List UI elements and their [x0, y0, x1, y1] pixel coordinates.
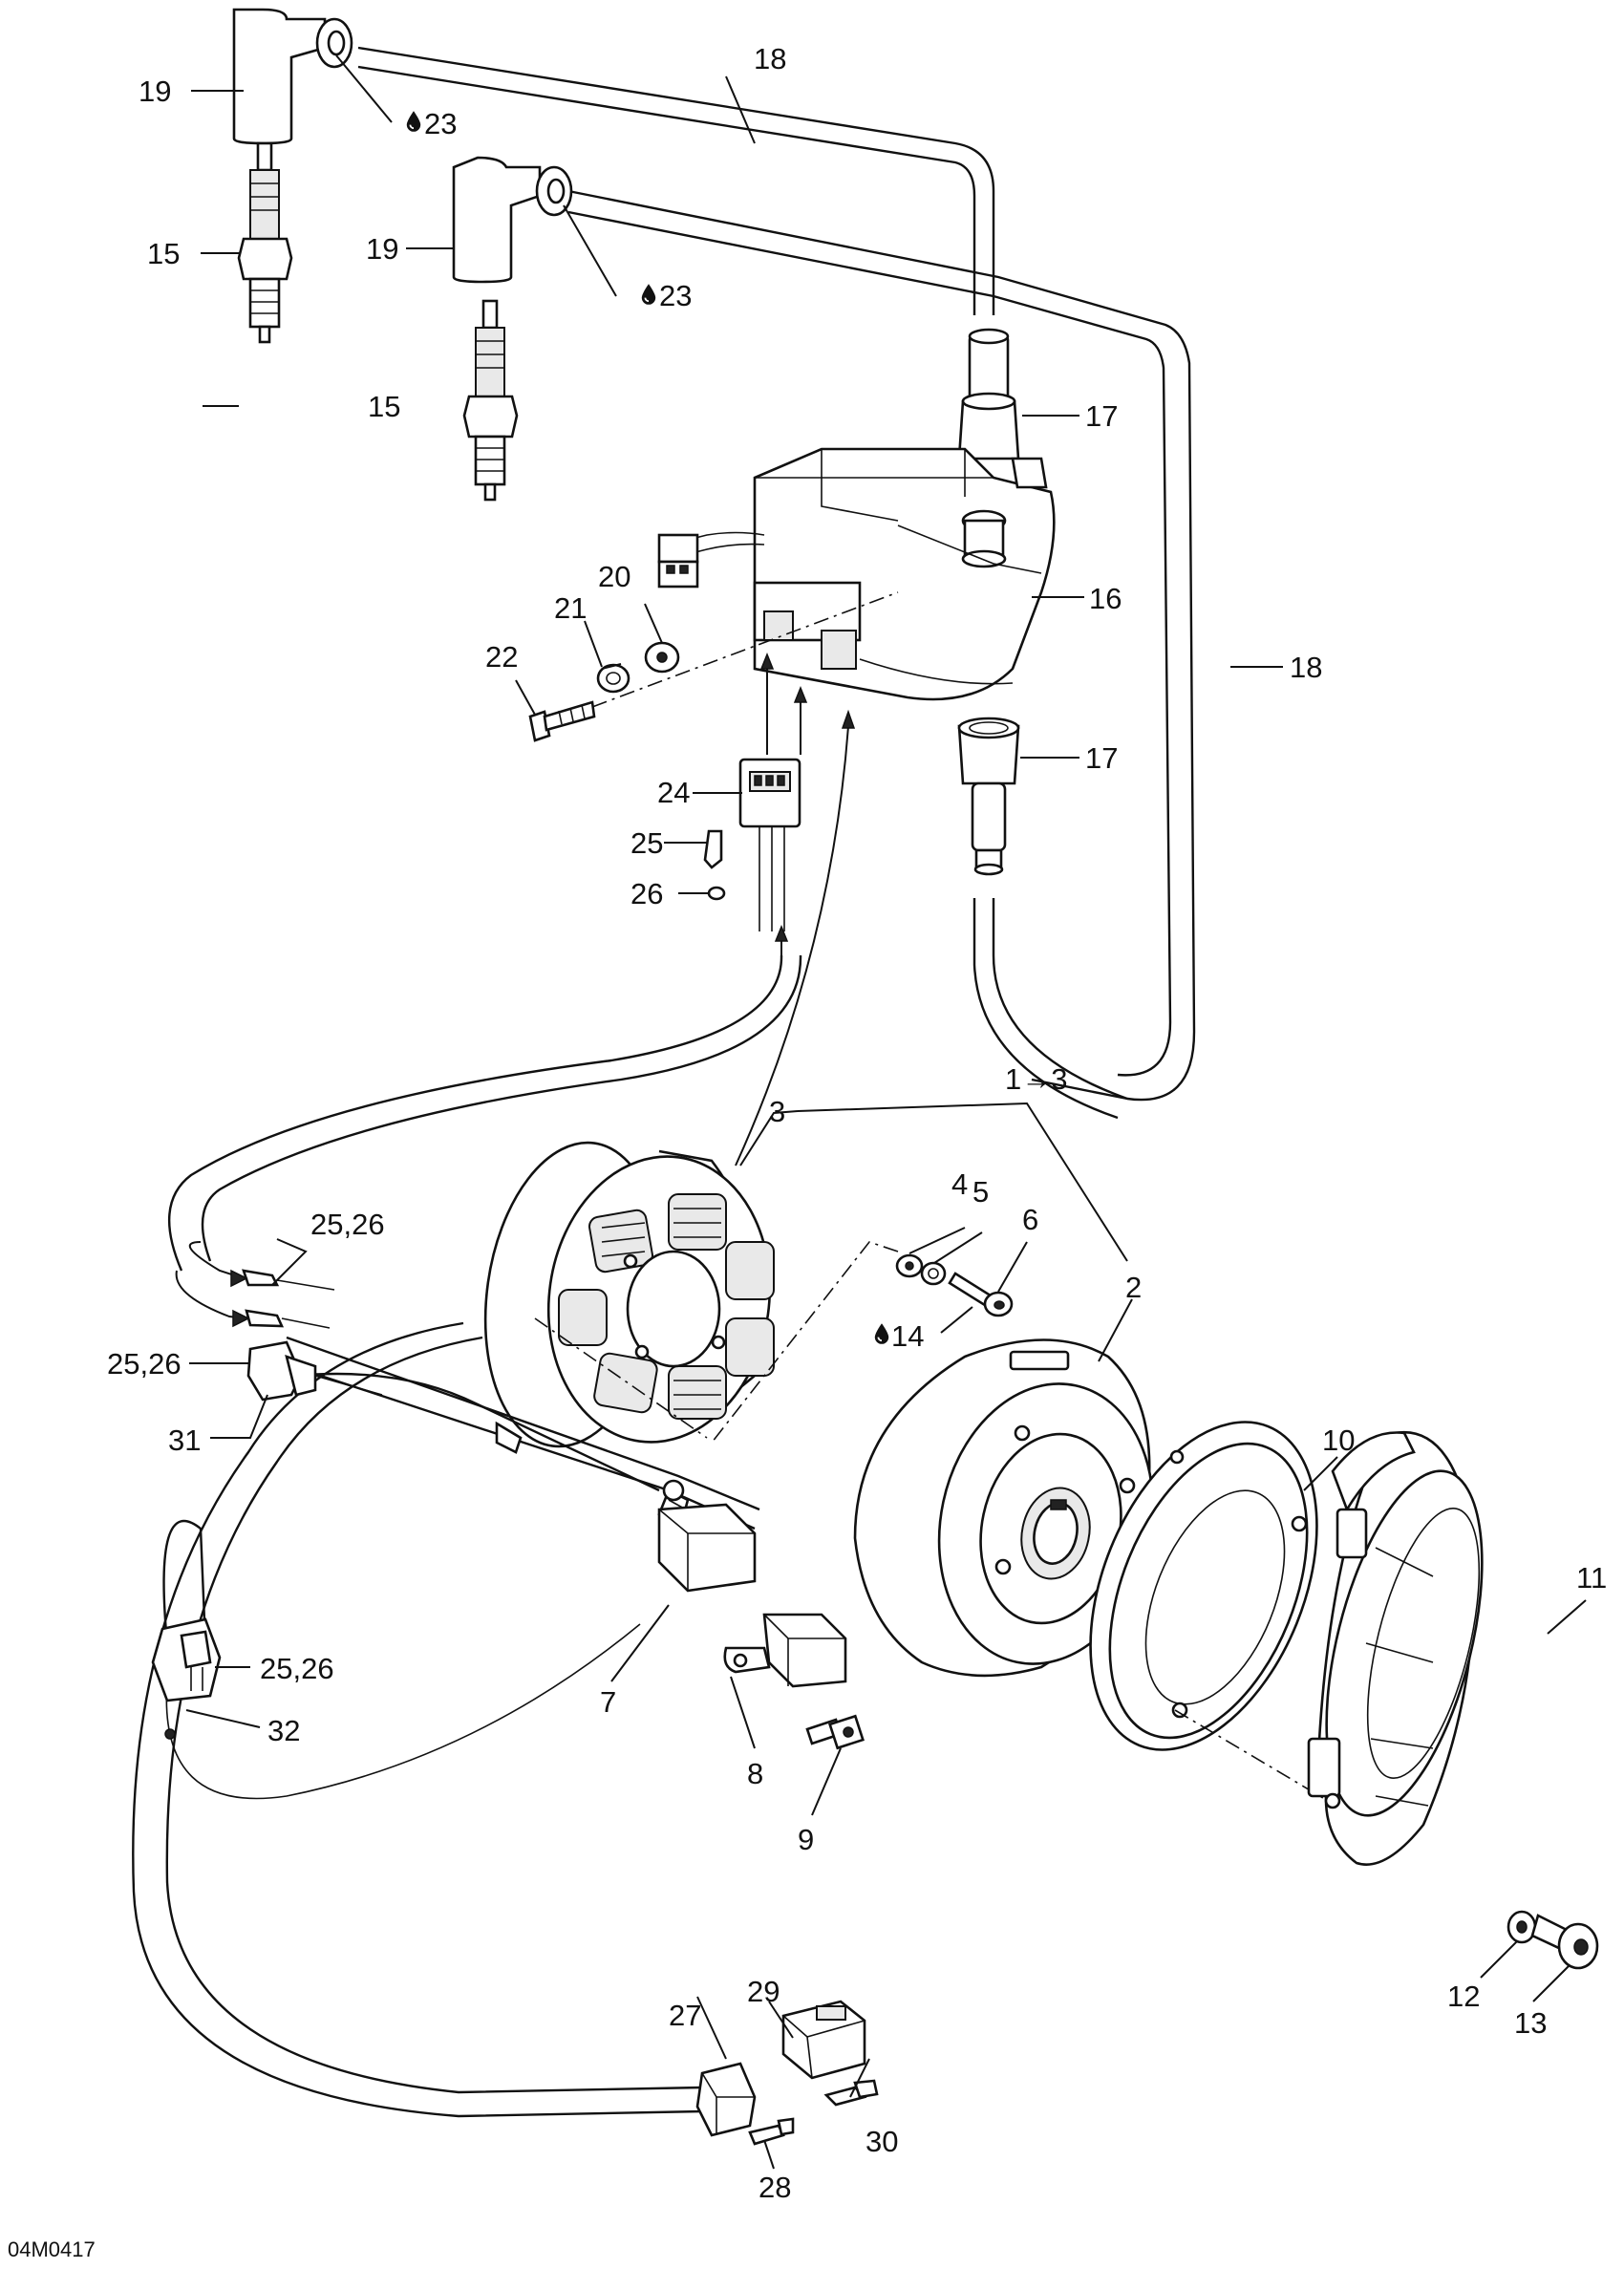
- callout-15-lower: 15: [368, 390, 400, 423]
- assembly-arrows-left: [175, 1241, 250, 1328]
- svg-text:23: 23: [659, 279, 692, 312]
- screw-22: [528, 700, 596, 742]
- callout-23-upper: 23: [405, 107, 457, 140]
- callout-2526-upper: 25,26: [310, 1208, 385, 1241]
- callout-2526-lower: 25,26: [260, 1652, 334, 1685]
- svg-text:23: 23: [424, 107, 457, 140]
- screw-9: [805, 1714, 865, 1750]
- oil-drop-icon: [640, 283, 657, 306]
- callout-22: 22: [485, 640, 518, 674]
- callout-17-lower: 17: [1085, 741, 1118, 775]
- callout-2526-middle: 25,26: [107, 1347, 182, 1381]
- callout-15-upper: 15: [147, 237, 180, 270]
- connector-32: [151, 1617, 222, 1740]
- terminal-25: [703, 829, 723, 869]
- callout-14: 14: [873, 1319, 924, 1353]
- connector-29: [781, 2000, 866, 2080]
- screw-13: [1530, 1914, 1599, 1970]
- callout-13: 13: [1514, 2006, 1547, 2040]
- callout-29: 29: [747, 1975, 780, 2008]
- connector-31: [246, 1340, 383, 1402]
- connector-housing-24: [738, 758, 801, 931]
- callout-7: 7: [600, 1685, 616, 1719]
- callout-30: 30: [865, 2125, 898, 2158]
- callout-19-upper: 19: [139, 75, 171, 108]
- callout-6: 6: [1022, 1203, 1038, 1236]
- lock-washer-21: [596, 663, 630, 694]
- magneto-cover: [1307, 1430, 1484, 1866]
- figure-code: 04M0417: [8, 2237, 96, 2261]
- pickup-sensor: [723, 1613, 847, 1688]
- callout-10: 10: [1322, 1423, 1355, 1457]
- callout-25: 25: [630, 826, 663, 860]
- svg-text:14: 14: [891, 1319, 924, 1353]
- stator: [483, 1141, 775, 1448]
- coil-boot-upper: [957, 328, 1020, 460]
- spark-plug-lower: [462, 299, 519, 502]
- callout-4: 4: [951, 1167, 968, 1201]
- callout-20: 20: [598, 560, 630, 593]
- callout-26: 26: [630, 877, 663, 910]
- callouts: 19 23 18 15 19 23 15 17 20 21 22 18 17 2…: [8, 42, 1607, 2261]
- trigger-ring: [1089, 1421, 1318, 1751]
- ignition-wires: [132, 46, 1196, 2118]
- callout-24: 24: [657, 776, 690, 809]
- assembly-arrows: [735, 652, 856, 1167]
- washer-4: [895, 1253, 924, 1278]
- leader-lines: [185, 54, 1587, 2170]
- connector-block: [657, 1479, 757, 1593]
- callout-18-upper: 18: [754, 42, 786, 75]
- callout-12: 12: [1447, 1980, 1480, 2013]
- callout-32: 32: [267, 1714, 300, 1747]
- lock-washer-5: [920, 1261, 947, 1286]
- callout-27: 27: [669, 1999, 701, 2032]
- washer-20: [644, 641, 680, 674]
- washer-12: [1506, 1910, 1537, 1944]
- spark-plug-upper: [237, 141, 293, 344]
- callout-21: 21: [554, 591, 587, 625]
- ignition-coil: [657, 447, 1056, 701]
- callout-18-lower: 18: [1290, 651, 1322, 684]
- callout-31: 31: [168, 1423, 201, 1457]
- callout-19-lower: 19: [366, 232, 398, 266]
- oil-drop-icon: [405, 110, 422, 133]
- callout-17-upper: 17: [1085, 399, 1118, 433]
- oil-drop-icon: [873, 1322, 890, 1345]
- callout-23-lower: 23: [640, 279, 692, 312]
- spark-plug-cap-lower: [452, 156, 573, 284]
- callout-9: 9: [798, 1823, 814, 1856]
- callout-11: 11: [1576, 1561, 1607, 1595]
- callout-5: 5: [972, 1175, 989, 1209]
- callout-2: 2: [1125, 1271, 1142, 1304]
- connector-27: [695, 2062, 757, 2137]
- terminal-30: [823, 2079, 879, 2107]
- callout-3: 3: [769, 1095, 785, 1128]
- callouts-extra: 16: [1089, 582, 1122, 615]
- callout-28: 28: [759, 2171, 791, 2204]
- coil-boot-lower: [957, 717, 1020, 876]
- callout-1-to-3: 1→3: [1005, 1062, 1067, 1096]
- callout-16-text: 16: [1089, 582, 1122, 615]
- screw-6: [948, 1272, 1014, 1317]
- terminal-pair-upper: [242, 1269, 335, 1329]
- spark-plug-cap-upper: [232, 8, 353, 145]
- seal-26: [707, 886, 726, 901]
- stator-coils: [558, 1193, 775, 1420]
- callout-8: 8: [747, 1757, 763, 1790]
- terminal-28: [748, 2117, 795, 2146]
